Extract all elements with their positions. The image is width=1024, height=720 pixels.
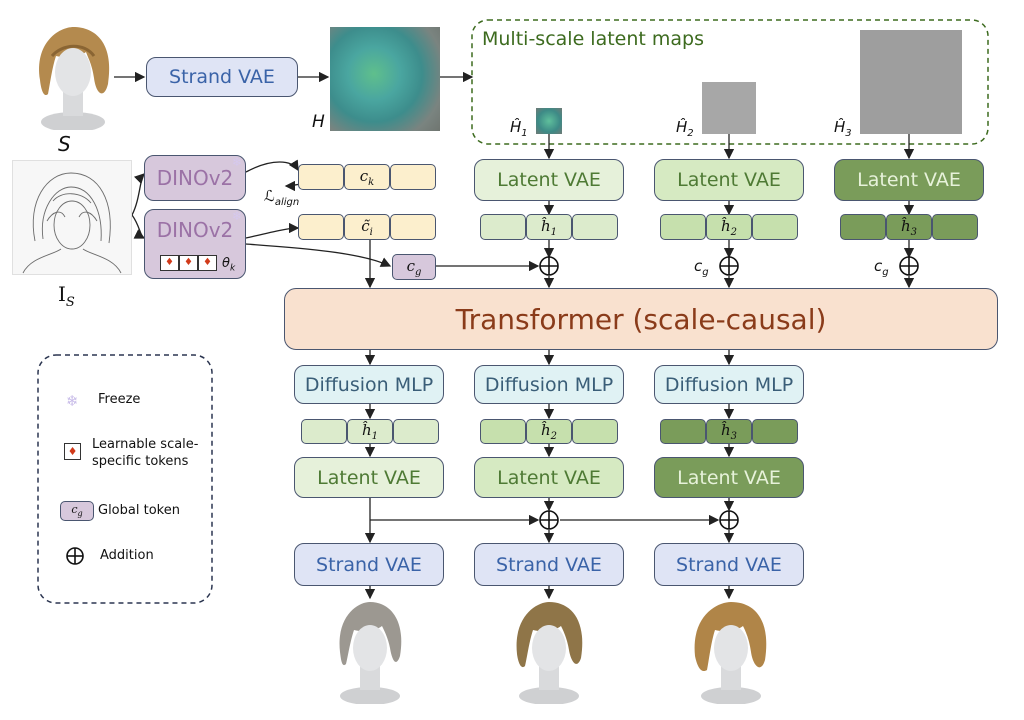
token-cell bbox=[572, 419, 618, 444]
cg-label-3: cg bbox=[874, 257, 889, 278]
latent-map-h bbox=[330, 27, 440, 131]
h3-token-group-top: ĥ3 bbox=[840, 214, 978, 240]
flame-icon: ♦ bbox=[64, 443, 81, 460]
flame-icon: ♦ bbox=[198, 255, 217, 271]
latent-vae-enc-1: Latent VAE bbox=[474, 159, 624, 201]
snowflake-icon: ❄ bbox=[231, 209, 242, 223]
latent-vae-enc-3: Latent VAE bbox=[834, 159, 984, 201]
legend-addition: Addition bbox=[100, 548, 154, 563]
legend-global: Global token bbox=[98, 503, 180, 518]
h2-token-group-top: ĥ2 bbox=[660, 214, 798, 240]
sketch-input-label: IS bbox=[58, 282, 75, 310]
legend-freeze: Freeze bbox=[98, 392, 141, 407]
plus-circle-icon bbox=[66, 547, 84, 565]
token-cell bbox=[301, 419, 347, 444]
token-cell bbox=[298, 164, 344, 190]
snowflake-icon: ❄ bbox=[66, 392, 79, 410]
map-label-1: Ĥ1 bbox=[510, 118, 528, 139]
h1-token: ĥ1 bbox=[526, 214, 572, 240]
token-cell bbox=[840, 214, 886, 240]
diffusion-mlp-1: Diffusion MLP bbox=[294, 365, 444, 404]
token-cell bbox=[932, 214, 978, 240]
plus-circle-icon bbox=[719, 256, 739, 276]
diffusion-mlp-2: Diffusion MLP bbox=[474, 365, 624, 404]
token-cell bbox=[298, 214, 344, 240]
token-cell bbox=[572, 214, 618, 240]
snowflake-icon: ❄ bbox=[231, 155, 242, 169]
h2-token-out: ĥ2 bbox=[526, 419, 572, 444]
latent-vae-dec-2: Latent VAE bbox=[474, 457, 624, 498]
transformer-block: Transformer (scale-causal) bbox=[284, 288, 998, 350]
latent-map-scale3 bbox=[860, 30, 962, 134]
hair-render-icon bbox=[694, 602, 767, 704]
strand-vae-encoder: Strand VAE bbox=[146, 57, 298, 97]
strand-vae-decoder-2: Strand VAE bbox=[474, 543, 624, 586]
latent-map-scale2 bbox=[702, 82, 756, 134]
latent-map-h-label: H bbox=[312, 112, 325, 132]
hair-render-icon bbox=[39, 26, 110, 130]
plus-circle-icon bbox=[539, 510, 559, 530]
h1-token-out: ĥ1 bbox=[347, 419, 393, 444]
token-cell bbox=[390, 214, 436, 240]
flame-icon: ♦ bbox=[179, 255, 198, 271]
dino-tuned-label: DINOv2 bbox=[156, 218, 234, 242]
map-label-2: Ĥ2 bbox=[676, 118, 694, 139]
sketch-icon bbox=[12, 160, 132, 275]
token-cell bbox=[752, 419, 798, 444]
h3-token-out: ĥ3 bbox=[706, 419, 752, 444]
h3-token: ĥ3 bbox=[886, 214, 932, 240]
h3-token-group-bottom: ĥ3 bbox=[660, 419, 798, 444]
flame-icon: ♦ bbox=[160, 255, 179, 271]
hair-render-icon bbox=[516, 602, 583, 704]
token-cell bbox=[660, 419, 706, 444]
legend-learnable: Learnable scale-specific tokens bbox=[92, 437, 199, 469]
strand-vae-decoder-3: Strand VAE bbox=[654, 543, 804, 586]
token-cell bbox=[480, 419, 526, 444]
plus-circle-icon bbox=[899, 256, 919, 276]
multiscale-title: Multi-scale latent maps bbox=[482, 28, 704, 50]
dino-frozen: DINOv2 ❄ bbox=[144, 155, 246, 201]
latent-vae-dec-1: Latent VAE bbox=[294, 457, 444, 498]
h1-token-group-top: ĥ1 bbox=[480, 214, 618, 240]
hair-render-icon bbox=[339, 602, 402, 704]
token-cell bbox=[660, 214, 706, 240]
diffusion-mlp-3: Diffusion MLP bbox=[654, 365, 804, 404]
strand-vae-decoder-1: Strand VAE bbox=[294, 543, 444, 586]
h1-token-group-bottom: ĥ1 bbox=[301, 419, 439, 444]
latent-vae-dec-3: Latent VAE bbox=[654, 457, 804, 498]
map-label-3: Ĥ3 bbox=[834, 118, 852, 139]
learnable-tokens: ♦ ♦ ♦ bbox=[160, 255, 218, 271]
token-cell bbox=[480, 214, 526, 240]
latent-vae-enc-2: Latent VAE bbox=[654, 159, 804, 201]
dino-frozen-label: DINOv2 bbox=[156, 166, 234, 190]
plus-circle-icon bbox=[719, 510, 739, 530]
hair-input-label: S bbox=[58, 132, 71, 156]
legend-frame bbox=[37, 354, 213, 604]
ci-token: c̃i bbox=[344, 214, 390, 240]
token-cell bbox=[752, 214, 798, 240]
theta-label: θk bbox=[222, 256, 236, 274]
ci-token-group: c̃i bbox=[298, 214, 436, 240]
align-loss-label: ℒalign bbox=[264, 187, 300, 208]
token-cell bbox=[393, 419, 439, 444]
legend-global-chip: cg bbox=[60, 501, 94, 521]
h2-token-group-bottom: ĥ2 bbox=[480, 419, 618, 444]
plus-circle-icon bbox=[539, 256, 559, 276]
cg-label-2: cg bbox=[694, 257, 709, 278]
h2-token: ĥ2 bbox=[706, 214, 752, 240]
ck-token: ck bbox=[344, 164, 390, 190]
token-cell bbox=[390, 164, 436, 190]
ck-token-group: ck bbox=[298, 164, 436, 190]
latent-map-scale1 bbox=[536, 108, 562, 134]
sketch-drawing bbox=[22, 172, 122, 274]
cg-token: cg bbox=[392, 254, 436, 280]
